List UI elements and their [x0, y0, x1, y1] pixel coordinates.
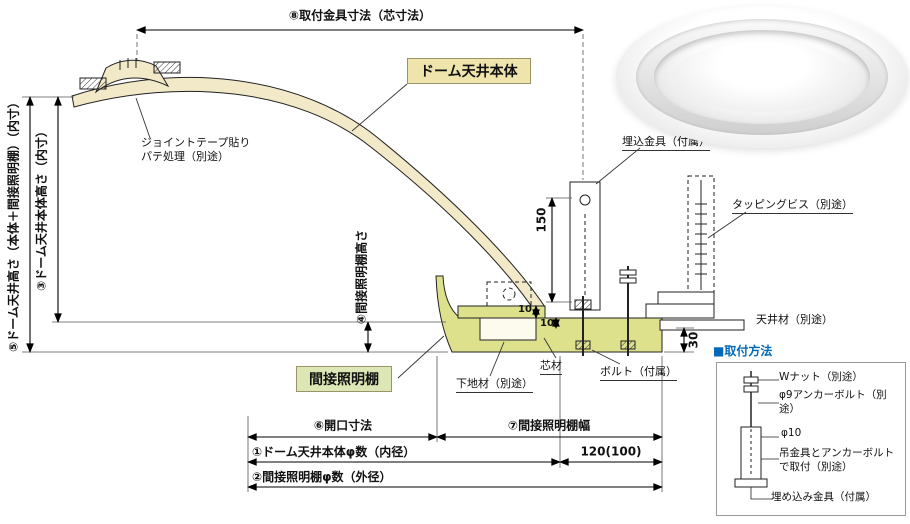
total-height-dim-label: ⑤ドーム天井高さ（本体＋間接照明棚）（内寸） — [6, 96, 21, 352]
photo-dome-center — [672, 42, 852, 112]
shelf-tag: 間接照明棚 — [296, 366, 392, 392]
extension-lines — [22, 34, 694, 492]
opening-dim-label: ⑥開口寸法 — [313, 418, 373, 433]
ceiling-material-label: 天井材（別途） — [756, 313, 833, 326]
leader-lines — [135, 83, 747, 379]
shelf-height-dim-label: ④間接照明棚高さ — [354, 229, 369, 325]
ceiling-panel — [659, 319, 745, 331]
dim-30-label: 30 — [686, 331, 701, 349]
outer-diameter-dim-label: ②間接照明棚φ数（外径） — [252, 470, 392, 484]
top-dimension-label: ⑧取付金具寸法（芯寸法） — [288, 8, 432, 23]
inner-diameter-dim-label: ①ドーム天井本体φ数（内径） — [252, 445, 416, 459]
bolt-label: ボルト（付属） — [600, 365, 677, 381]
hanging-bracket-label: 吊金具とアンカーボルトで取付（別途） — [779, 447, 895, 473]
dome-section — [71, 58, 546, 314]
core-material-label: 芯材 — [540, 359, 562, 375]
tapping-screw-label: タッピングビス（別途） — [732, 198, 853, 214]
core-material-outline — [486, 281, 532, 307]
dome-body-tag: ドーム天井本体 — [407, 58, 531, 84]
putty-note: パテ処理（別途） — [141, 150, 229, 163]
base-material-label: 下地材（別途） — [456, 377, 533, 393]
dim-10b-label: 10 — [540, 318, 554, 329]
bolts — [574, 266, 637, 356]
method-title: ■取付方法 — [713, 344, 773, 358]
embedded-fitting-label: 埋め込み金具（付属） — [771, 491, 876, 503]
dimension-lines — [26, 26, 688, 491]
w-nut-label: Wナット（別途） — [779, 371, 863, 383]
product-photo — [616, 6, 908, 148]
joint-tape-note: ジョイントテープ貼り — [141, 136, 251, 149]
dim-150-label: 150 — [534, 207, 549, 233]
anchor-bolt-drawing — [734, 371, 779, 500]
dome-height-dim-label: ③ドーム天井本体高さ（内寸） — [34, 125, 49, 291]
joint-bracket — [94, 59, 170, 94]
installation-method-panel: Wナット（別途） φ9アンカーボルト（別途） φ10 吊金具とアンカーボルトで取… — [716, 362, 906, 516]
shelf-section — [435, 275, 663, 353]
phi10-label: φ10 — [781, 427, 802, 439]
anchor-bolt-label: φ9アンカーボルト（別途） — [779, 389, 887, 415]
dim-120-label: 120(100) — [580, 444, 642, 459]
shelf-width-dim-label: ⑦間接照明棚幅 — [507, 418, 591, 433]
embedded-bracket-part — [569, 181, 601, 311]
base-material-block — [479, 317, 537, 341]
tapping-screw-part — [645, 175, 715, 319]
dome-profile — [71, 76, 546, 314]
dim-10a-label: 10 — [518, 304, 532, 315]
